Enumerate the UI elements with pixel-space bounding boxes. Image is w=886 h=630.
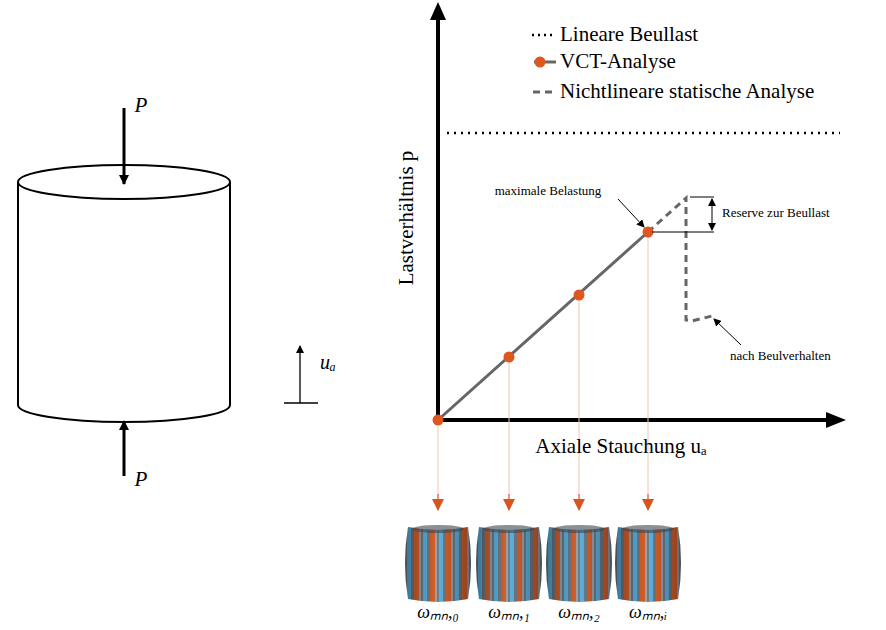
axis-title: Lastverhältnis p [395, 151, 418, 286]
legend-sample [533, 91, 556, 94]
legend-sample [532, 34, 554, 37]
force-label: P [135, 94, 148, 117]
legend-text: VCT-Analyse [560, 50, 676, 73]
annotation: nach Beulverhalten [730, 349, 831, 363]
legend-sample [534, 57, 556, 68]
displacement-arrow [284, 346, 318, 403]
cylinder [18, 165, 230, 422]
mode-label: ωₘₙ,ᵢ [629, 603, 667, 623]
force-label: P [135, 468, 148, 491]
vct-line [438, 232, 648, 420]
legend-text: Lineare Beullast [560, 23, 698, 46]
mode-shapes [405, 525, 681, 602]
nonlinear-curve [648, 198, 712, 321]
projection-arrows [438, 494, 648, 510]
displacement-label: uₐ [320, 351, 336, 373]
leader-line [618, 199, 644, 227]
annotation: maximale Belastung [495, 184, 602, 198]
force-arrow [123, 421, 126, 476]
mode-label: ωₘₙ,₀ [417, 603, 458, 623]
mode-label: ωₘₙ,₁ [488, 603, 529, 623]
axis-title: Axiale Stauchung uₐ [535, 435, 706, 458]
axes [430, 2, 846, 428]
force-arrow [123, 108, 126, 184]
annotation: Reserve zur Beullast [722, 206, 830, 220]
legend-text: Nichtlineare statische Analyse [560, 80, 814, 103]
linear-buckling-line [447, 132, 840, 135]
leader-line [714, 319, 741, 345]
mode-label: ωₘₙ,₂ [558, 603, 599, 623]
vct-points [433, 227, 654, 426]
reserve-bracket [652, 197, 714, 232]
